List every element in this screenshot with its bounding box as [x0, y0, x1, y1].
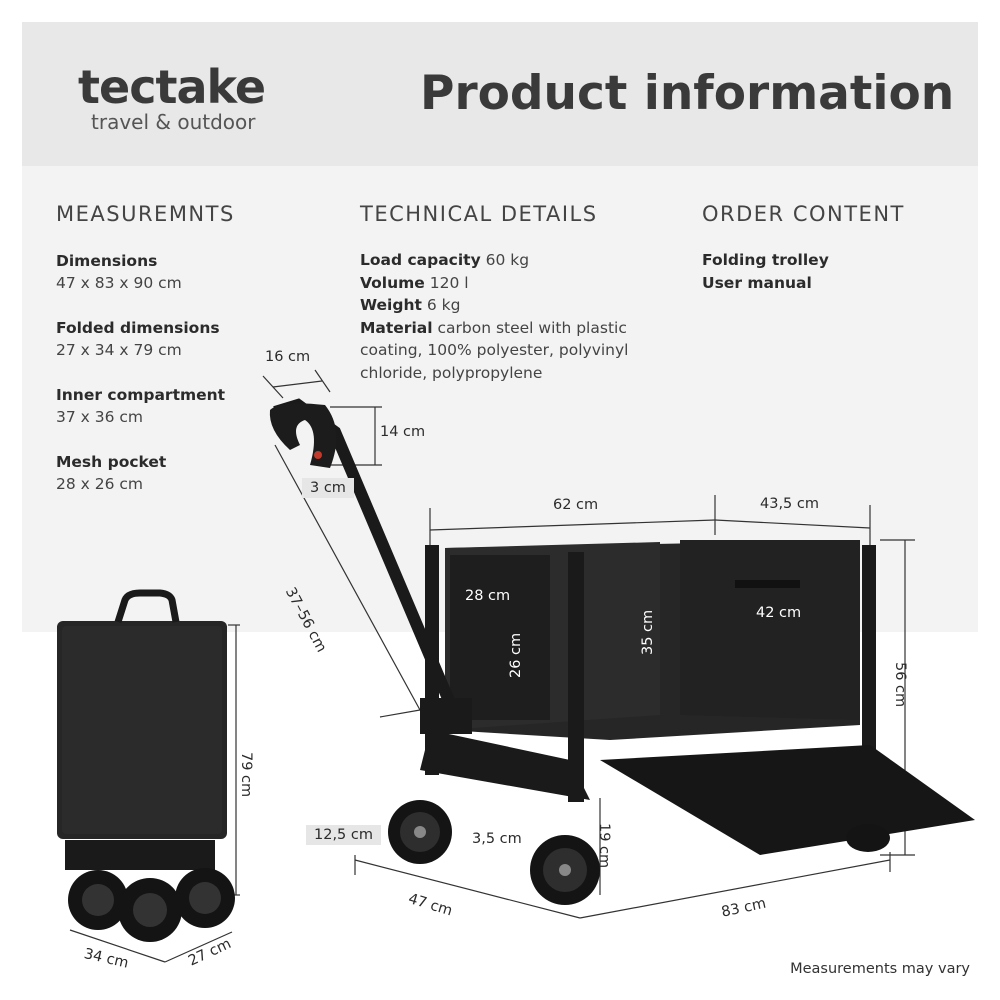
- spec-value: 37 x 36 cm: [56, 408, 144, 426]
- header-band: [22, 22, 978, 166]
- spec-label: Inner compartment: [56, 386, 226, 404]
- wheels: [388, 800, 890, 905]
- spec-value: 28 x 26 cm: [56, 475, 144, 493]
- tech-value: carbon steel with plastic coating, 100% …: [360, 318, 629, 382]
- tech-value: 6 kg: [426, 296, 461, 314]
- tech-value: 60 kg: [485, 251, 530, 269]
- order-item: Folding trolley: [702, 251, 829, 269]
- dim-side-height: 56 cm: [892, 662, 908, 708]
- technical-heading: TECHNICAL DETAILS: [360, 202, 598, 226]
- spec-label: Dimensions: [56, 252, 158, 270]
- page-title: Product information: [420, 66, 955, 121]
- brand-tagline: travel & outdoor: [91, 110, 256, 134]
- dim-clearance: 19 cm: [596, 823, 612, 869]
- order-item: User manual: [702, 273, 812, 292]
- measurements-heading: MEASUREMNTS: [56, 202, 235, 226]
- tech-label: Volume: [360, 273, 425, 292]
- wagon: [269, 398, 975, 855]
- order-list: Folding trolley User manual: [702, 249, 829, 294]
- dim-pocket-width: 28 cm: [465, 588, 511, 604]
- dim-wheel-width: 3,5 cm: [472, 831, 522, 847]
- order-heading: ORDER CONTENT: [702, 202, 905, 226]
- dim-inner-width: 42 cm: [756, 605, 802, 621]
- dim-top-width: 43,5 cm: [760, 496, 819, 512]
- dim-wheel-diameter: 12,5 cm: [306, 825, 381, 845]
- dim-pocket-height: 26 cm: [508, 632, 524, 678]
- technical-list: Load capacity 60 kg Volume 120 l Weight …: [360, 249, 660, 384]
- dim-handle-depth: 14 cm: [380, 424, 426, 440]
- spec-value: 47 x 83 x 90 cm: [56, 274, 182, 292]
- dim-handle-bar: 3 cm: [302, 478, 354, 498]
- tech-label: Weight: [360, 296, 422, 314]
- spec-label: Folded dimensions: [56, 319, 220, 337]
- tech-label: Material: [360, 318, 433, 337]
- spec-value: 27 x 34 x 79 cm: [56, 341, 182, 359]
- spec-label: Mesh pocket: [56, 453, 167, 471]
- tech-label: Load capacity: [360, 251, 481, 269]
- dim-floor-length: 62 cm: [718, 735, 764, 751]
- tech-value: 120 l: [429, 273, 469, 292]
- brand-logo: tectake: [78, 60, 266, 114]
- dim-handle-width: 16 cm: [265, 349, 311, 365]
- dim-top-length: 62 cm: [553, 497, 599, 513]
- dim-folded-height: 79 cm: [238, 752, 254, 798]
- footer-note: Measurements may vary: [790, 961, 970, 977]
- dim-inner-height: 35 cm: [640, 609, 656, 655]
- folded-wagon: [57, 589, 235, 942]
